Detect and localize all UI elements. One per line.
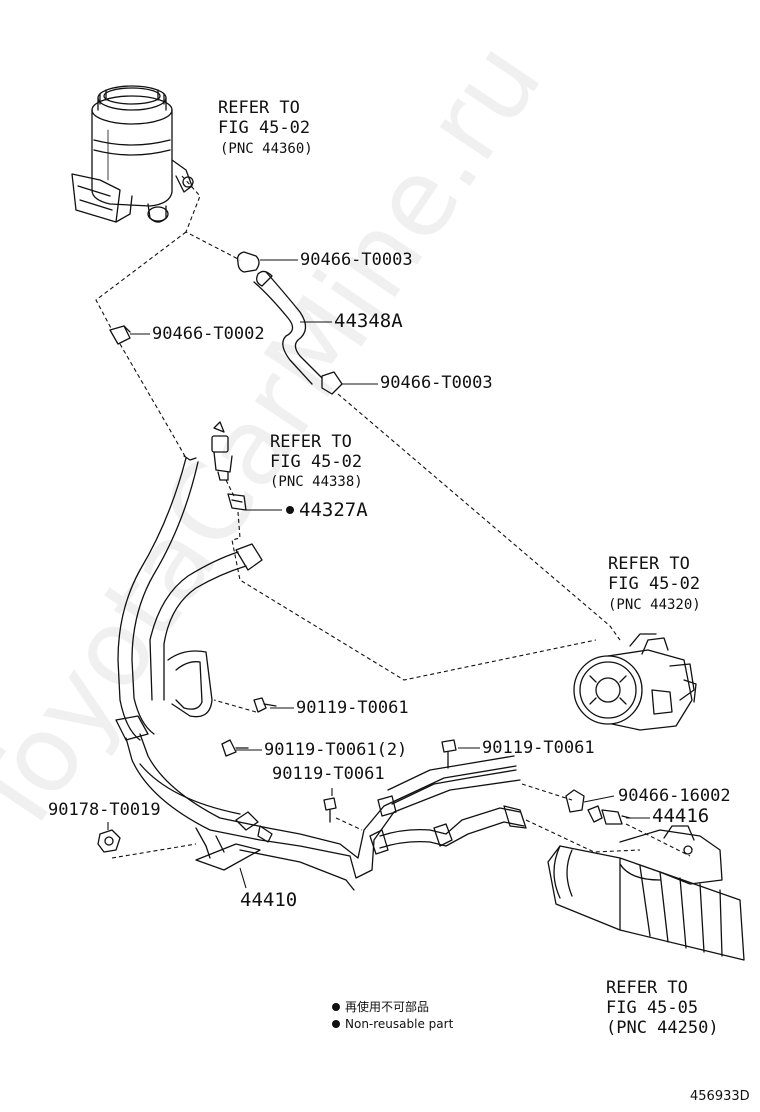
pressure-switch-icon [211,421,233,481]
part-44416[interactable]: 44416 [652,805,710,827]
part-44348a[interactable]: 44348A [334,310,403,332]
part-90466-t0003-lower[interactable]: 90466-T0003 [380,373,493,393]
reservoir-tank-icon [71,85,194,223]
hose-44348a-icon [109,251,343,395]
part-44327a[interactable]: 44327A [286,500,368,520]
legend-en: Non-reusable part [332,1016,453,1032]
part-90119-t0061-a[interactable]: 90119-T0061 [296,698,409,718]
diagram-id: 456933D [690,1089,750,1104]
part-90466-t0003-top[interactable]: 90466-T0003 [300,250,413,270]
ref-44360-line3: (PNC 44360) [220,141,313,157]
ref-44338-line2: FIG 45-02 [270,452,363,472]
ref-44320-line1: REFER TO [608,554,690,574]
part-90466-16002[interactable]: 90466-16002 [618,786,731,806]
ref-44360-line2: FIG 45-02 [218,118,311,138]
non-reusable-dot-icon [286,505,294,514]
legend-dot-icon [332,1002,340,1011]
steering-gear-icon [547,825,745,961]
ref-44250-line3: (PNC 44250) [606,1018,719,1038]
ref-44320-line2: FIG 45-02 [608,574,701,594]
legend-dot-icon [332,1019,340,1028]
clamp-90466-16002-icon [565,789,585,813]
bolt-90119-icon [221,697,457,823]
clip-44327a-icon [227,493,247,511]
ref-44250-line2: FIG 45-05 [606,998,699,1018]
ref-44250-line1: REFER TO [606,978,688,998]
part-90178-t0019[interactable]: 90178-T0019 [48,800,161,820]
part-90119-t0061-c[interactable]: 90119-T0061 [272,764,385,784]
ref-44320-line3: (PNC 44320) [608,597,701,613]
ref-44360-line1: REFER TO [218,98,300,118]
legend-jp: 再使用不可部品 [332,999,429,1015]
ref-44338-line1: REFER TO [270,432,352,452]
power-steering-pump-icon [573,633,697,731]
nut-90178-icon [97,829,121,853]
ref-44338-line3: (PNC 44338) [270,474,363,490]
part-90119-t0061-b[interactable]: 90119-T0061 [482,738,595,758]
pressure-hose-44410-icon [115,455,527,891]
part-90466-t0002[interactable]: 90466-T0002 [152,324,265,344]
union-44416-icon [587,805,631,825]
part-90119-t0061-qty2[interactable]: 90119-T0061(2) [264,740,408,760]
part-44410[interactable]: 44410 [240,889,298,911]
